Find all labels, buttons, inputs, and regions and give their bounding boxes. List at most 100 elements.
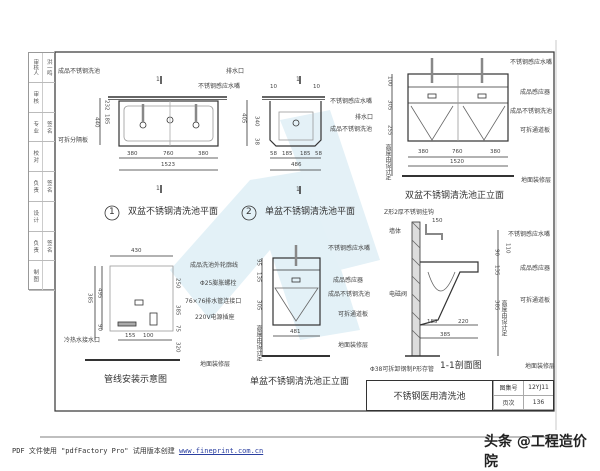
section-mark: 1 xyxy=(156,76,160,83)
dim: 481 xyxy=(290,329,301,335)
dim: 380 xyxy=(490,149,501,155)
section-1-1 xyxy=(405,221,499,357)
dim: 305 xyxy=(255,300,262,311)
dim: 760 xyxy=(163,151,174,157)
label-outline: 成品洗池外轮廓线 xyxy=(190,262,239,269)
dim: 430 xyxy=(131,248,142,254)
dim: 110 xyxy=(504,243,511,254)
strip-cell: 校 对 xyxy=(29,142,55,172)
drawing-title: 1-1剖面图 xyxy=(440,361,482,371)
dim: 320 xyxy=(174,342,181,353)
sheet-name: 不锈钢医用清洗池 xyxy=(367,381,493,410)
label-floor: 地面装修层 xyxy=(200,361,231,368)
drawing-number: 1 xyxy=(109,207,115,217)
dim: 90 xyxy=(96,324,103,331)
dim: 185 xyxy=(282,151,293,157)
label-faucet: 不锈钢感应水嘴 xyxy=(510,59,553,66)
section-mark: 1 xyxy=(296,186,300,193)
dim: 340 xyxy=(253,116,260,127)
dim: 95 xyxy=(255,259,262,266)
strip-cell: 负 责签 名 xyxy=(29,172,55,202)
page-number: 136 xyxy=(523,395,553,410)
label-height: 高度由设计定 xyxy=(255,325,262,361)
pdf-footer: PDF 文件使用 "pdfFactory Pro" 试用版本创建 www.fin… xyxy=(12,446,263,456)
dim: 38 xyxy=(253,138,260,145)
double-basin-elevation xyxy=(391,58,514,177)
label-basin: 成品不锈钢洗池 xyxy=(330,126,373,133)
label-floor: 地面装修层 xyxy=(525,363,556,370)
single-basin-elevation xyxy=(261,245,330,357)
double-basin-plan xyxy=(99,76,227,221)
label-socket: 220V电源插座 xyxy=(195,314,235,321)
label-basin: 成品不锈钢洗池 xyxy=(510,108,553,115)
section-mark: 1 xyxy=(156,185,160,192)
dim: 58 xyxy=(315,151,322,157)
dim: 100 xyxy=(386,76,393,87)
dim: 10 xyxy=(313,84,320,90)
label-faucet: 不锈钢感应水嘴 xyxy=(508,231,551,238)
footer-link[interactable]: www.fineprint.com.cn xyxy=(178,447,264,455)
dim: 58 xyxy=(270,151,277,157)
label-water: 冷热水接水口 xyxy=(64,337,101,344)
strip-cell: 制 图 xyxy=(29,261,55,291)
strip-cell: 负 责签 名 xyxy=(29,231,55,262)
label-divider: 可拆分隔板 xyxy=(58,137,89,144)
dim: 1523 xyxy=(161,162,175,168)
dim: 255 xyxy=(386,125,393,136)
dim: 250 xyxy=(174,278,181,289)
atlas-label: 图集号 xyxy=(493,381,523,396)
label-sensor: 成品感应器 xyxy=(520,265,551,272)
drawing-title: 单盆不锈钢清洗池平面 xyxy=(265,207,356,217)
dim: 760 xyxy=(452,149,463,155)
label-faucet: 不锈钢感应水嘴 xyxy=(328,245,371,252)
drawing-title: 管线安装示意图 xyxy=(104,375,168,385)
dim: 220 xyxy=(458,319,469,325)
label-height: 高度由设计定 xyxy=(384,144,391,180)
footer-text: PDF 文件使用 "pdfFactory Pro" 试用版本创建 xyxy=(12,447,179,455)
dim: 185 xyxy=(427,319,438,325)
label-hook: Z形2厚不锈钢挂钩 xyxy=(384,209,434,216)
drawing-title: 双盆不锈钢清洗池平面 xyxy=(128,207,219,217)
dim: 75 xyxy=(174,325,181,332)
drawing-title: 单盆不锈钢清洗池正立面 xyxy=(250,377,350,387)
label-sensor: 成品感应器 xyxy=(520,89,551,96)
label-drain: 排水口 xyxy=(355,114,374,121)
pipe-install-diagram xyxy=(85,255,180,361)
dim: 305 xyxy=(386,100,393,111)
label-panel: 可拆通道板 xyxy=(520,127,551,134)
dim: 385 xyxy=(440,332,451,338)
label-floor: 地面装修层 xyxy=(338,342,369,349)
label-panel: 可拆通道板 xyxy=(338,311,369,318)
dim: 185 xyxy=(103,114,110,125)
dim: 380 xyxy=(418,149,429,155)
dim: 135 xyxy=(493,265,500,276)
label-panel: 可拆通道板 xyxy=(520,297,551,304)
label-drain: 排水口 xyxy=(226,68,245,75)
drawing-title: 双盆不锈钢清洗池正立面 xyxy=(405,191,505,201)
label-faucet: 不锈钢感应水嘴 xyxy=(330,98,373,105)
page-label: 页次 xyxy=(493,395,523,410)
label-trap: Φ38可拆卸钢制P形存管 xyxy=(370,366,434,373)
label-height: 高度由设计定 xyxy=(500,300,507,336)
dim: 100 xyxy=(143,333,154,339)
dim: 495 xyxy=(96,288,103,299)
section-mark: 1 xyxy=(296,76,300,83)
label-basin: 成品不锈钢洗池 xyxy=(328,291,371,298)
label-bolt: Φ25膨胀螺栓 xyxy=(200,280,237,287)
dim: 185 xyxy=(300,151,311,157)
strip-cell: 审 核 xyxy=(29,82,55,113)
signature-strip: 审核人洪一鸣 审 核 专 业签 名 校 对 负 责签 名 设 计 负 责签 名 … xyxy=(28,52,55,291)
label-valve: 电磁阀 xyxy=(389,291,408,298)
atlas-number: 12YJ11 xyxy=(523,381,553,396)
dim: 440 xyxy=(93,117,100,128)
dim: 385 xyxy=(174,305,181,316)
dim: 486 xyxy=(291,162,302,168)
dim: 1520 xyxy=(450,159,464,165)
strip-cell: 设 计 xyxy=(29,201,55,232)
label-basin: 成品不锈钢洗池 xyxy=(58,68,101,75)
dim: 90 xyxy=(493,249,500,256)
dim: 10 xyxy=(270,84,277,90)
title-block: 不锈钢医用清洗池 图集号 12YJ11 页次 136 xyxy=(366,380,554,411)
dim: 155 xyxy=(125,333,136,339)
